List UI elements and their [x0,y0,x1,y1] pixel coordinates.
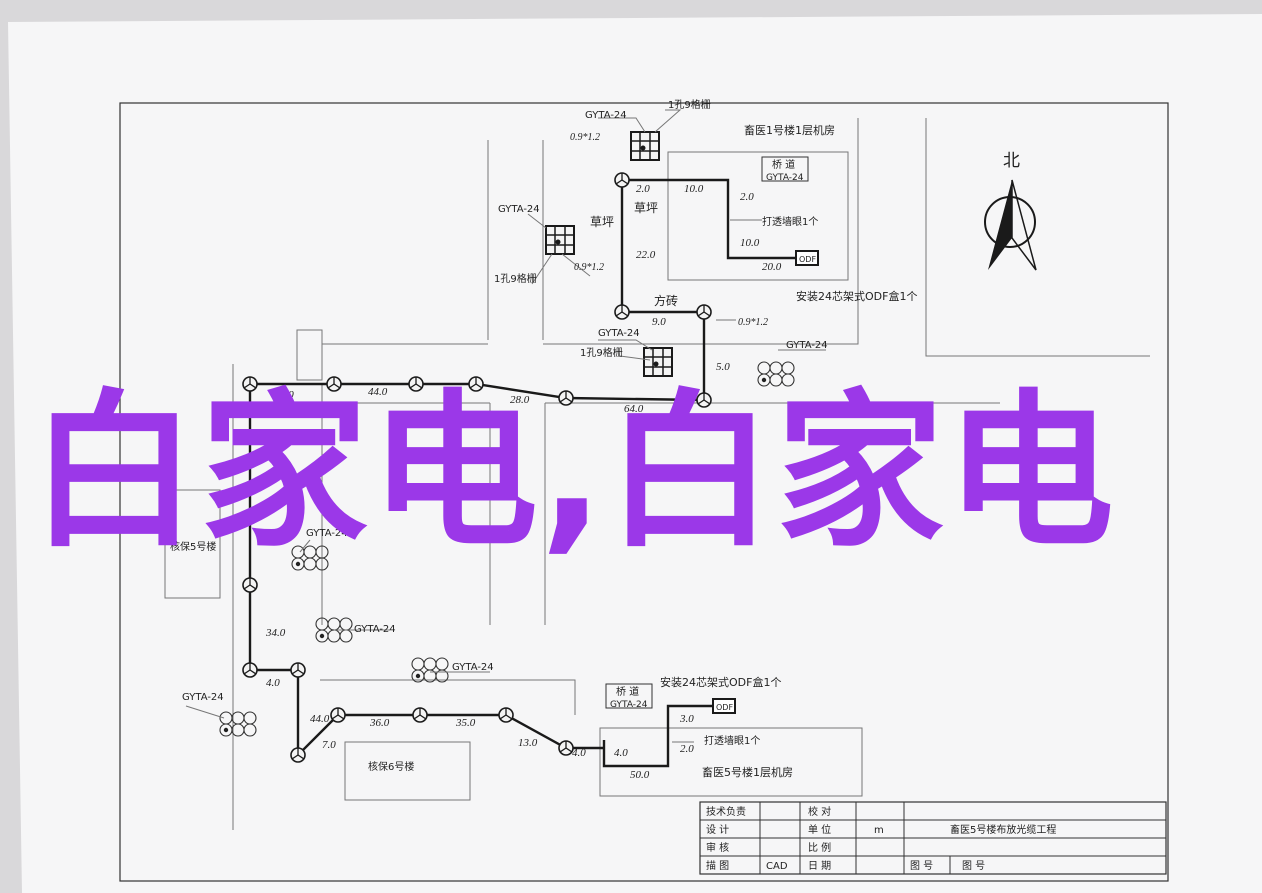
dist-label: 7.0 [322,739,336,751]
building5-label: 核保5号楼 [170,540,216,553]
spec-mid-label: 0.9*1.2 [738,317,768,328]
spec-top-label: 0.9*1.2 [570,132,600,143]
dist-label: 22.0 [636,249,656,261]
odf-top-wall: 打透墙眼1个 [762,215,818,228]
tb-design: 设 计 [706,823,729,836]
grid-mid-label: 1孔9格栅 [580,346,623,359]
grass-left-label: 草坪 [590,215,614,229]
leader-lines [185,109,826,743]
grid-top-label: 1孔9格栅 [668,98,711,111]
tb-drawing-no: 图 号 [910,860,933,872]
odf-bottom-cable: GYTA-24 [610,700,648,710]
grid-left-label: 1孔9格栅 [494,272,537,285]
paper-sheet [8,14,1262,893]
gyta-mid-label: GYTA-24 [598,328,640,339]
channel-box-bottom [605,683,653,709]
tb-tech-lead: 技术负责 [706,805,746,818]
tb-draw-value: CAD [766,861,788,872]
dist-label: 2.0 [636,183,650,195]
dist-label: 4.0 [572,747,586,759]
dist-label: 35.0 [455,717,476,729]
tb-review: 审 核 [706,841,729,854]
dist-label: 4.0 [266,677,280,689]
odf-box-top [795,250,819,266]
site-lines [164,118,1150,830]
tb-scale: 比 例 [808,841,831,854]
dist-label: 34.0 [265,627,286,639]
odf-top-channel: 桥 道 [772,158,795,171]
dist-label: 13.0 [518,737,538,749]
dist-label: 44.0 [310,713,330,725]
dist-label: 36.0 [369,717,390,729]
drawing-frame [119,102,1169,882]
dist-label: 3.0 [679,713,694,725]
dist-label: 9.0 [652,316,666,328]
brick-label: 方砖 [654,293,678,308]
gyta-b5-label: GYTA-24 [306,528,348,539]
bottom-house-label: 畜医5号楼1层机房 [702,765,793,779]
gyta-top-label: GYTA-24 [585,110,627,121]
dist-label: 64.0 [624,403,644,415]
dist-label: 6.0 [280,389,294,401]
title-block: 技术负责 设 计 审 核 描 图 CAD 校 对 单 位 m 比 例 日 期 畜… [699,801,1167,875]
dist-label: 10.0 [740,237,760,249]
top-house-label: 畜医1号楼1层机房 [744,123,835,137]
gyta-a-label: GYTA-24 [354,624,396,635]
compass: 北 [984,151,1037,271]
gyta-right-label: GYTA-24 [786,340,828,351]
tb-unit-value: m [874,825,884,836]
dist-label: 5.0 [716,361,730,373]
odf-bottom-wall: 打透墙眼1个 [704,734,760,747]
gyta-b-label: GYTA-24 [452,662,494,673]
spec-left-label: 0.9*1.2 [574,262,604,273]
odf-top-odf: ODF [799,255,816,264]
tb-project: 畜医5号楼布放光缆工程 [950,823,1056,836]
odf-box-bottom [712,698,736,714]
tb-draw: 描 图 [706,859,729,872]
dist-label: 44.0 [368,386,388,398]
dist-label: 28.0 [510,394,530,406]
dist-label: 4.0 [614,747,628,759]
watermark-text: 白家电,白家电 [30,374,1116,570]
dist-label: 50.0 [630,769,650,781]
compass-north-label: 北 [1003,151,1020,171]
odf-top-cable: GYTA-24 [766,173,804,183]
dist-label: 2.0 [740,191,754,203]
odf-top-install: 安装24芯架式ODF盒1个 [796,289,917,303]
tb-unit: 单 位 [808,823,831,836]
channel-box-top [761,156,809,182]
dist-label: 10.0 [684,183,704,195]
dist-label: 2.0 [680,743,694,755]
tb-check: 校 对 [808,805,831,818]
tb-date: 日 期 [808,860,831,872]
odf-bottom-channel: 桥 道 [616,685,639,698]
tb-drawing-no-2: 图 号 [962,860,985,872]
grid-top [630,131,660,161]
gyta-c-label: GYTA-24 [182,692,224,703]
grass-right-label: 草坪 [634,201,658,215]
gyta-left-label: GYTA-24 [498,204,540,215]
grid-left [545,225,575,255]
dist-label: 20.0 [762,261,782,273]
odf-bottom-odf: ODF [716,703,733,712]
building6-label: 核保6号楼 [368,760,414,773]
odf-bottom-install: 安装24芯架式ODF盒1个 [660,675,781,689]
